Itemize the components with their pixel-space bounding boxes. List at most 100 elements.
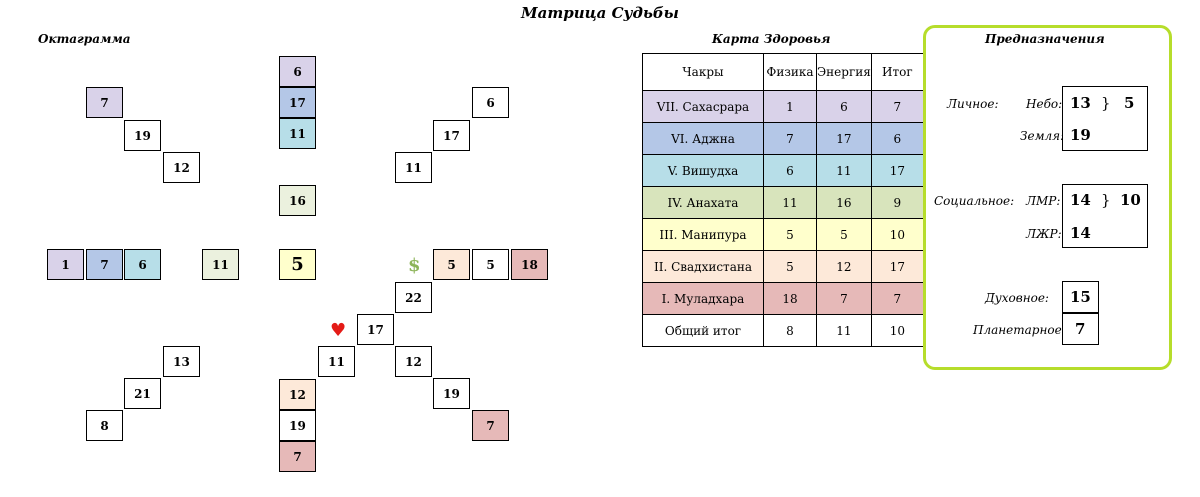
octagram-cell: 12: [163, 152, 200, 183]
purposes-panel: [923, 25, 1172, 370]
health-value-cell: 5: [816, 218, 872, 251]
health-value-cell: 6: [870, 122, 924, 155]
column-header: Чакры: [642, 53, 764, 91]
health-value-cell: 1: [763, 90, 817, 123]
chakra-name-cell: III. Манипура: [642, 218, 764, 251]
octagram-cell: 8: [86, 410, 123, 441]
octagram-cell: 7: [86, 249, 123, 280]
octagram-cell: 16: [279, 185, 316, 216]
health-value-cell: 17: [870, 154, 924, 187]
purposes-title: Предназначения: [985, 32, 1105, 46]
octagram-cell: 13: [163, 346, 200, 377]
octagram-title: Октаграмма: [38, 32, 131, 46]
personal-label: Личное:: [947, 97, 999, 111]
health-header-row: Чакры Физика Энергия Итог: [642, 53, 924, 91]
health-value-cell: 7: [816, 282, 872, 315]
chakra-name-cell: I. Муладхара: [642, 282, 764, 315]
health-value-cell: 6: [816, 90, 872, 123]
planetary-label: Планетарное:: [973, 323, 1066, 337]
social-label: Социальное:: [934, 194, 1015, 208]
octagram-cell: 17: [433, 120, 470, 151]
octagram-cell: 11: [318, 346, 355, 377]
health-table: Чакры Физика Энергия Итог VII. Сахасрара…: [642, 53, 924, 347]
octagram-cell: 12: [279, 379, 316, 410]
health-value-cell: 9: [870, 186, 924, 219]
health-value-cell: 11: [763, 186, 817, 219]
lmr-label: ЛМР:: [1026, 194, 1061, 208]
octagram-cell: 22: [395, 282, 432, 313]
lzhr-label: ЛЖР:: [1026, 227, 1062, 241]
page-title: Матрица Судьбы: [521, 4, 679, 22]
chakra-name-cell: VII. Сахасрара: [642, 90, 764, 123]
octagram-cell: 12: [395, 346, 432, 377]
planetary-value: 7: [1075, 320, 1086, 338]
spiritual-box: [1062, 281, 1099, 313]
health-value-cell: 16: [816, 186, 872, 219]
octagram-cell: 19: [279, 410, 316, 441]
health-value-cell: 12: [816, 250, 872, 283]
octagram-center-cell: 5: [279, 249, 316, 280]
spiritual-value: 15: [1070, 288, 1091, 306]
sky-value: 13: [1070, 94, 1091, 112]
octagram-cell: 11: [395, 152, 432, 183]
health-value-cell: 11: [816, 314, 872, 347]
octagram-cell: 6: [124, 249, 161, 280]
health-value-cell: 10: [870, 218, 924, 251]
octagram-cell: 5: [472, 249, 509, 280]
health-value-cell: 5: [763, 250, 817, 283]
lmr-value: 14: [1070, 191, 1091, 209]
health-value-cell: 18: [763, 282, 817, 315]
earth-label: Земля:: [1020, 129, 1065, 143]
column-header: Физика: [763, 53, 817, 91]
health-value-cell: 7: [870, 282, 924, 315]
social-box: [1062, 184, 1148, 248]
octagram-cell: 7: [279, 441, 316, 472]
chakra-name-cell: VI. Аджна: [642, 122, 764, 155]
column-header: Энергия: [816, 53, 872, 91]
health-value-cell: 17: [816, 122, 872, 155]
health-value-cell: 11: [816, 154, 872, 187]
brace: }: [1101, 94, 1111, 112]
octagram-cell: 5: [433, 249, 470, 280]
octagram-cell: 7: [472, 410, 509, 441]
health-value-cell: 7: [763, 122, 817, 155]
lzhr-value: 14: [1070, 224, 1091, 242]
brace: }: [1101, 191, 1111, 209]
chakra-name-cell: II. Свадхистана: [642, 250, 764, 283]
octagram-cell: 11: [202, 249, 239, 280]
chakra-name-cell: Общий итог: [642, 314, 764, 347]
octagram-cell: 6: [472, 87, 509, 118]
personal-result: 5: [1124, 94, 1135, 112]
column-header: Итог: [870, 53, 924, 91]
chakra-name-cell: IV. Анахата: [642, 186, 764, 219]
health-value-cell: 6: [763, 154, 817, 187]
dollar-icon: $: [408, 255, 421, 276]
octagram-cell: 1: [47, 249, 84, 280]
octagram-cell: 21: [124, 378, 161, 409]
health-value-cell: 7: [870, 90, 924, 123]
health-value-cell: 17: [870, 250, 924, 283]
octagram-cell: 7: [86, 87, 123, 118]
octagram-cell: 17: [279, 87, 316, 118]
octagram-cell: 19: [433, 378, 470, 409]
earth-value: 19: [1070, 126, 1091, 144]
planetary-box: [1062, 313, 1099, 345]
heart-icon: ♥: [330, 320, 347, 341]
octagram-cell: 6: [279, 56, 316, 87]
personal-box: [1062, 86, 1148, 151]
health-value-cell: 8: [763, 314, 817, 347]
health-value-cell: 5: [763, 218, 817, 251]
health-value-cell: 10: [870, 314, 924, 347]
sky-label: Небо:: [1026, 97, 1063, 111]
social-result: 10: [1120, 191, 1141, 209]
spiritual-label: Духовное:: [985, 291, 1049, 305]
octagram-cell: 19: [124, 120, 161, 151]
